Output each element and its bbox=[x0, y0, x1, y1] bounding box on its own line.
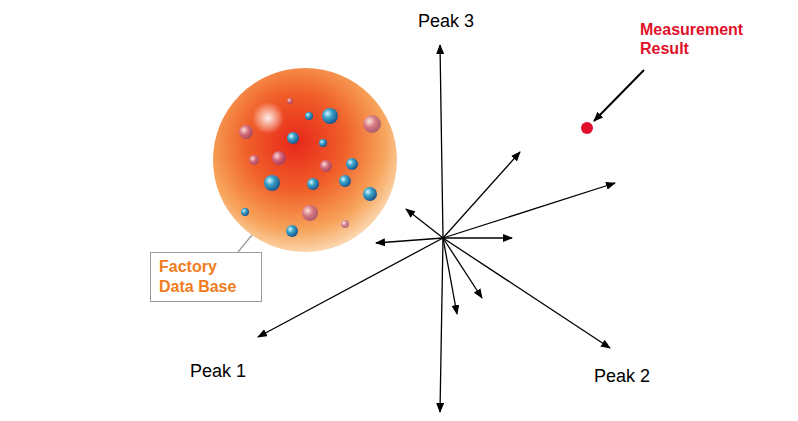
callout-label: Measurement Result bbox=[640, 20, 790, 58]
measurement-dot bbox=[581, 122, 593, 134]
axis-label: Peak 3 bbox=[418, 11, 474, 33]
pointer-arrow bbox=[594, 70, 644, 121]
axis-label: Peak 1 bbox=[190, 361, 246, 383]
axis-label: Peak 2 bbox=[594, 366, 650, 388]
label-box: Factory Data Base bbox=[150, 252, 262, 302]
factory-sphere bbox=[213, 68, 397, 252]
peak-axes bbox=[258, 45, 615, 412]
leader-line bbox=[238, 235, 252, 252]
box-text: Factory Data Base bbox=[159, 257, 253, 297]
